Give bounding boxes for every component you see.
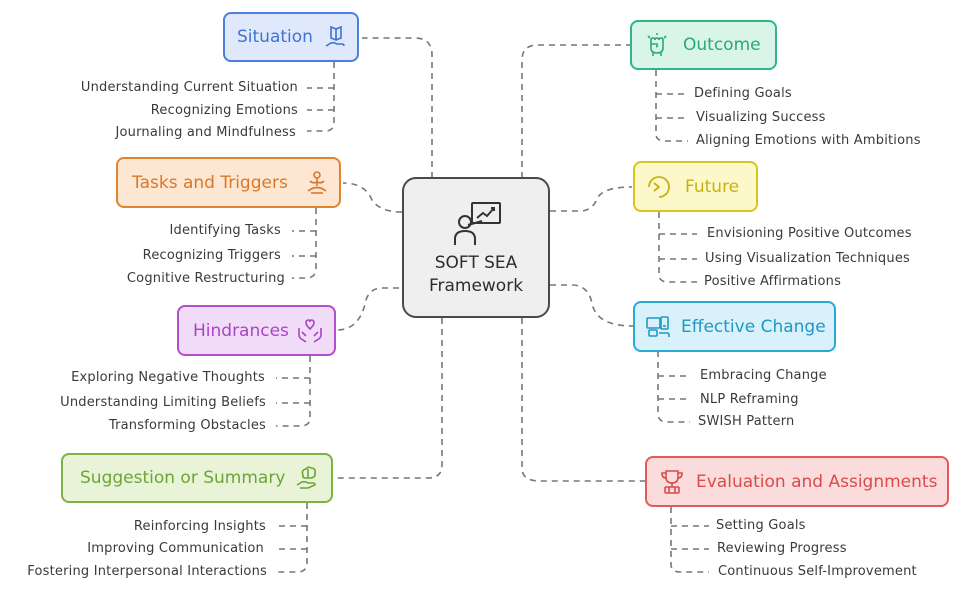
presentation-icon (454, 202, 501, 245)
branch-future[interactable]: Future (633, 161, 758, 212)
connector-outcome (521, 44, 630, 178)
tasks-item-1: Identifying Tasks (169, 223, 281, 238)
heart-hands-icon (298, 318, 322, 343)
branch-tasks-label: Tasks and Triggers (132, 172, 288, 193)
change-item-1: Embracing Change (700, 368, 827, 383)
future-item-1: Envisioning Positive Outcomes (707, 226, 912, 241)
branch-evaluation[interactable]: Evaluation and Assignments (645, 456, 949, 507)
branch-evaluation-label: Evaluation and Assignments (696, 471, 938, 492)
devices-icon (646, 315, 670, 337)
center-title-line1: SOFT SEA (434, 253, 518, 273)
hindrances-item-2: Understanding Limiting Beliefs (60, 395, 266, 410)
branch-tasks-triggers[interactable]: Tasks and Triggers (116, 157, 341, 208)
situation-item-1: Understanding Current Situation (80, 80, 298, 95)
outcome-item-1: Defining Goals (694, 86, 792, 101)
suggestion-item-3: Fostering Interpersonal Interactions (27, 564, 267, 579)
future-item-3: Positive Affirmations (704, 274, 842, 289)
connector-situation (362, 37, 433, 178)
connector-tasks (342, 182, 403, 213)
branch-future-label: Future (685, 176, 740, 197)
book-hand-icon (325, 25, 345, 47)
outcome-item-2: Visualizing Success (696, 110, 826, 125)
branch-outcome[interactable]: Outcome (630, 20, 777, 70)
situation-item-3: Journaling and Mindfulness (115, 125, 296, 140)
branch-effective-change[interactable]: Effective Change (633, 301, 836, 352)
hindrances-item-3: Transforming Obstacles (108, 418, 266, 433)
fist-icon (647, 33, 667, 56)
brain-hand-icon (296, 466, 316, 489)
connector-evaluation (521, 318, 645, 482)
meditation-icon (307, 170, 327, 194)
situation-item-2: Recognizing Emotions (150, 103, 298, 118)
evaluation-item-2: Reviewing Progress (717, 541, 847, 556)
connector-suggestion (333, 318, 443, 479)
trophy-icon (661, 469, 683, 494)
connector-change (550, 284, 634, 327)
connector-hindrances (336, 287, 410, 331)
branch-suggestion[interactable]: Suggestion or Summary (61, 453, 333, 503)
branch-outcome-label: Outcome (683, 35, 761, 55)
connector-future (550, 186, 633, 212)
tasks-item-3: Cognitive Restructuring (126, 271, 285, 286)
branch-hindrances-label: Hindrances (193, 320, 289, 341)
hindrances-item-1: Exploring Negative Thoughts (71, 370, 265, 385)
evaluation-item-1: Setting Goals (716, 518, 806, 533)
branch-hindrances[interactable]: Hindrances (177, 305, 336, 356)
refresh-arrow-icon (648, 175, 670, 198)
suggestion-item-1: Reinforcing Insights (133, 519, 266, 534)
outcome-item-3: Aligning Emotions with Ambitions (696, 133, 921, 148)
branch-suggestion-label: Suggestion or Summary (80, 468, 286, 488)
suggestion-item-2: Improving Communication (87, 541, 264, 556)
branch-change-label: Effective Change (681, 316, 826, 337)
change-item-3: SWISH Pattern (698, 414, 795, 429)
future-item-2: Using Visualization Techniques (705, 251, 910, 266)
tasks-item-2: Recognizing Triggers (142, 248, 281, 263)
branch-situation-label: Situation (237, 27, 313, 47)
center-node: SOFT SEA Framework (402, 177, 550, 318)
evaluation-item-3: Continuous Self-Improvement (718, 564, 917, 579)
branch-situation[interactable]: Situation (223, 12, 359, 62)
change-item-2: NLP Reframing (700, 392, 799, 407)
center-title-line2: Framework (428, 276, 524, 296)
